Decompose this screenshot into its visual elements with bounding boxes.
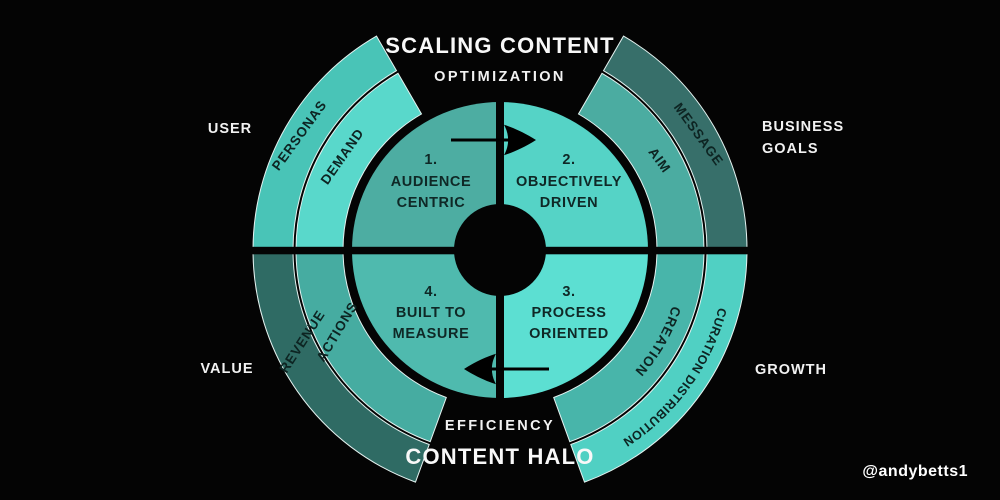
quadrant-2-line1: OBJECTIVELY	[516, 174, 622, 190]
side-label-value: VALUE	[200, 361, 253, 377]
ring-bottom-left-inner	[295, 249, 447, 443]
quadrant-2-label: 2. OBJECTIVELY DRIVEN	[516, 152, 622, 211]
side-label-user: USER	[208, 121, 252, 137]
side-label-business-goals-line1: BUSINESS	[762, 119, 844, 135]
top-axis-label: OPTIMIZATION	[434, 69, 566, 85]
quadrant-1-label: 1. AUDIENCE CENTRIC	[391, 152, 472, 211]
quadrant-4-label: 4. BUILT TO MEASURE	[393, 284, 470, 342]
ring-bottom-left-outer	[252, 249, 430, 483]
side-label-business-goals-line2: GOALS	[762, 141, 819, 157]
center-hub	[454, 204, 546, 296]
quadrant-2-number: 2.	[562, 152, 575, 168]
quadrant-1-number: 1.	[424, 152, 437, 168]
quadrant-3-number: 3.	[562, 284, 575, 300]
quadrant-3-line2: ORIENTED	[529, 326, 609, 342]
bottom-heading: CONTENT HALO	[405, 444, 594, 469]
top-heading: SCALING CONTENT	[385, 33, 614, 58]
quadrant-3-process-oriented	[500, 250, 648, 398]
quadrant-4-built-to-measure	[352, 250, 500, 398]
side-label-growth: GROWTH	[755, 362, 827, 378]
arrow-clockwise-top	[451, 124, 536, 156]
quadrant-4-number: 4.	[424, 284, 437, 300]
quadrant-4-line1: BUILT TO	[396, 305, 466, 321]
bottom-axis-label: EFFICIENCY	[445, 418, 555, 434]
quadrant-3-line1: PROCESS	[531, 305, 606, 321]
quadrant-2-objectively-driven	[500, 102, 648, 250]
quadrant-1-line1: AUDIENCE	[391, 174, 472, 190]
quadrant-2-line2: DRIVEN	[540, 195, 598, 211]
quadrant-3-label: 3. PROCESS ORIENTED	[529, 284, 609, 342]
credit-handle: @andybetts1	[862, 463, 968, 480]
quadrant-4-line2: MEASURE	[393, 326, 470, 342]
quadrant-1-line2: CENTRIC	[397, 195, 466, 211]
arrow-clockwise-bottom	[464, 353, 549, 385]
